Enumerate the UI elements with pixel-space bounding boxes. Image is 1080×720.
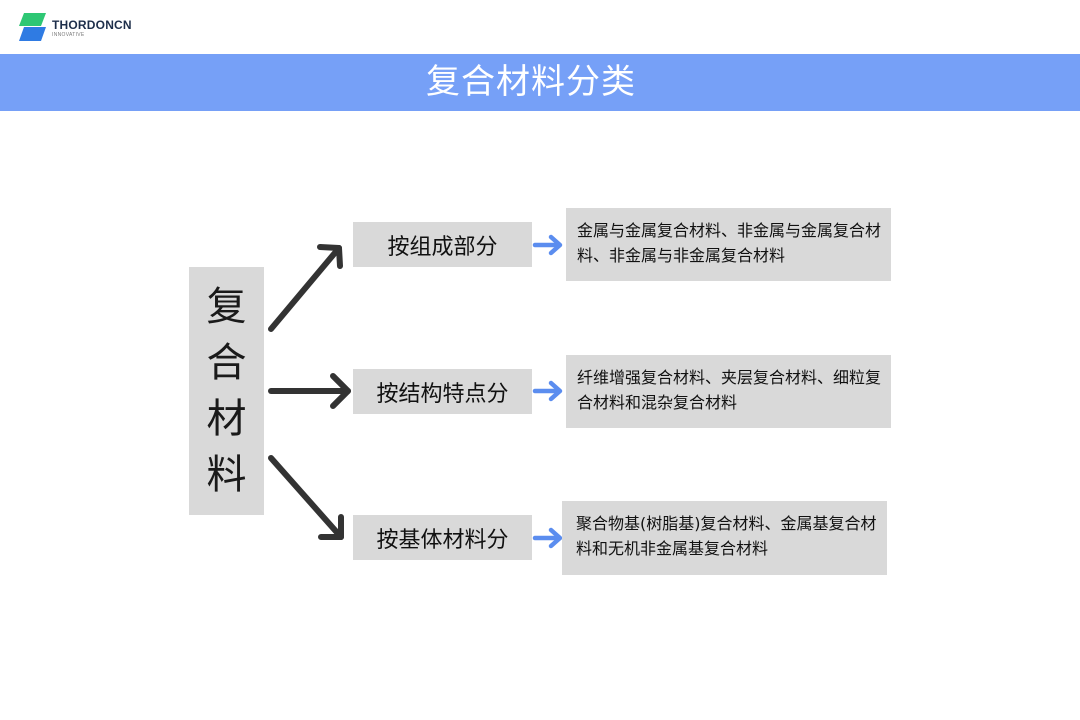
arrow-to-category-2 [268,373,351,409]
root-label: 复合材料 [206,284,247,498]
category-matrix: 按基体材料分 [353,515,532,560]
blue-arrow-1 [532,234,563,256]
description-composition: 金属与金属复合材料、非金属与金属复合材料、非金属与非金属复合材料 [566,208,891,281]
logo-name: THORDONCN [52,18,132,32]
title-bar: 复合材料分类 [0,54,1080,111]
description-structure: 纤维增强复合材料、夹层复合材料、细粒复合材料和混杂复合材料 [566,355,891,428]
arrow-to-category-3 [268,455,344,540]
page-title: 复合材料分类 [426,62,636,102]
description-matrix: 聚合物基(树脂基)复合材料、金属基复合材料和无机非金属基复合材料 [562,501,887,575]
category-structure: 按结构特点分 [353,369,532,414]
category-composition: 按组成部分 [353,222,532,267]
blue-arrow-2 [532,380,563,402]
logo-subtitle: INNOVATIVE [52,32,85,38]
root-node: 复合材料 [189,267,264,515]
arrow-to-category-1 [268,244,343,332]
company-logo: THORDONCN INNOVATIVE [18,12,148,44]
logo-mark-icon [19,13,46,41]
blue-arrow-3 [532,527,563,549]
